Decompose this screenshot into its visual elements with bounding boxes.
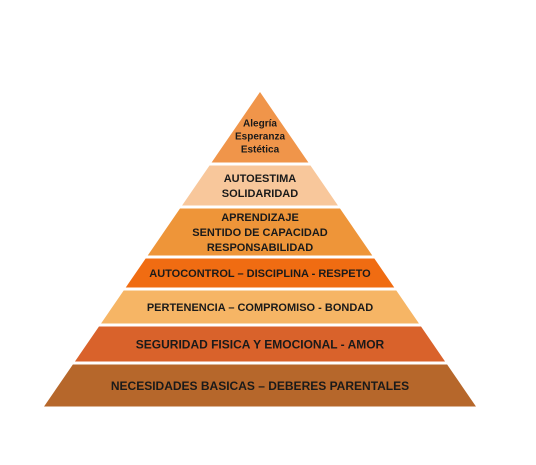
pyramid-tier-2-label: AUTOESTIMA bbox=[224, 173, 297, 185]
pyramid-tier-6-label: SEGURIDAD FISICA Y EMOCIONAL - AMOR bbox=[136, 337, 385, 351]
pyramid-tier-1 bbox=[211, 92, 309, 163]
pyramid-tier-3 bbox=[147, 208, 373, 256]
pyramid-tier-3-label: APRENDIZAJE bbox=[221, 212, 299, 224]
pyramid-tier-7 bbox=[44, 364, 476, 407]
pyramid-tier-2 bbox=[182, 165, 338, 206]
pyramid-tier-1-label: Estética bbox=[241, 144, 280, 155]
pyramid-tier-5 bbox=[101, 290, 419, 324]
pyramid-tier-5-label: PERTENENCIA – COMPROMISO - BONDAD bbox=[147, 302, 373, 314]
pyramid-tier-3-label: SENTIDO DE CAPACIDAD bbox=[192, 227, 328, 239]
pyramid-tier-3-label: RESPONSABILIDAD bbox=[207, 242, 313, 254]
pyramid-tier-1-label: Alegría bbox=[243, 118, 277, 129]
pyramid-tier-4-label: AUTOCONTROL – DISCIPLINA - RESPETO bbox=[149, 268, 371, 280]
pyramid-tier-6 bbox=[74, 326, 446, 362]
pyramid-tier-4 bbox=[125, 258, 395, 288]
pyramid-tier-1-label: Esperanza bbox=[235, 131, 285, 142]
pyramid-tier-2-label: SOLIDARIDAD bbox=[222, 188, 298, 200]
pyramid-tier-7-label: NECESIDADES BASICAS – DEBERES PARENTALES bbox=[111, 379, 409, 393]
